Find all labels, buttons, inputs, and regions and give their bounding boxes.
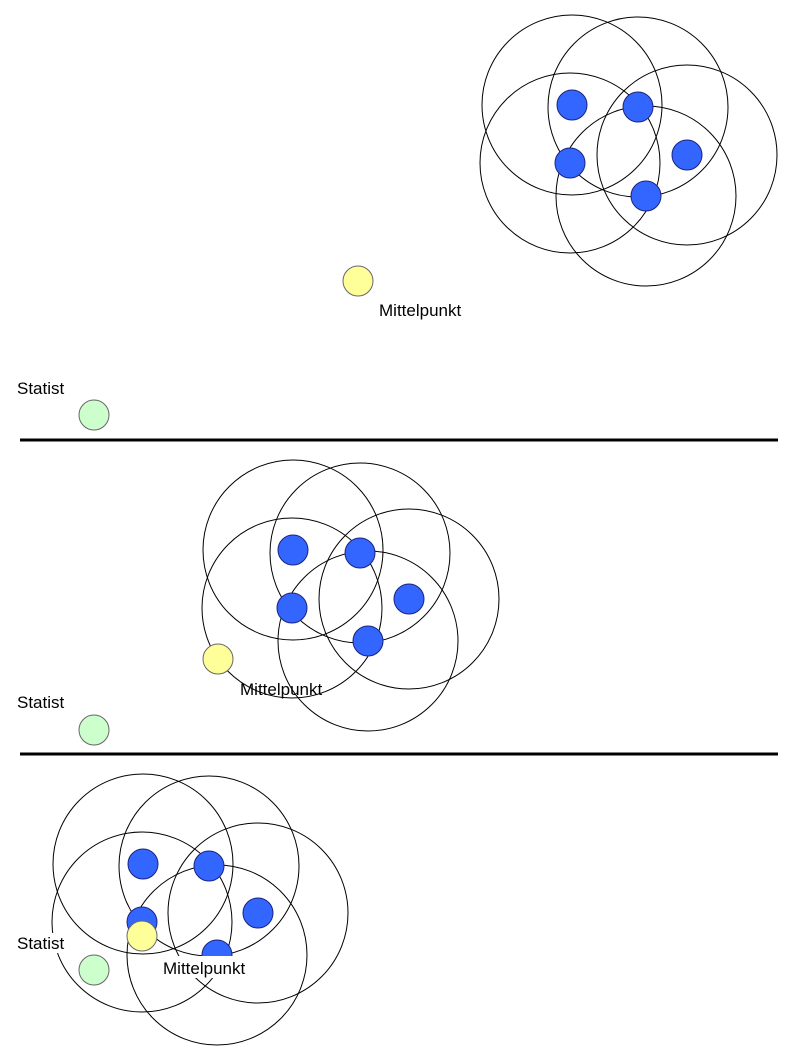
center-label: Mittelpunkt <box>379 301 461 320</box>
panel-3: Mittelpunkt Statist <box>15 773 349 1046</box>
agent-dot <box>127 848 159 880</box>
extra-point <box>78 954 110 986</box>
range-circle <box>201 517 383 699</box>
agent-dot <box>556 89 588 121</box>
agents <box>276 534 425 657</box>
agent-dot <box>277 534 309 566</box>
range-circle <box>202 459 384 641</box>
center-point <box>202 643 234 675</box>
range-circle <box>481 14 663 196</box>
agent-dot <box>193 850 225 882</box>
range-circle <box>596 64 778 246</box>
center-point <box>126 920 158 952</box>
range-circles <box>51 773 349 1046</box>
panel-1: Mittelpunkt Statist <box>17 14 778 431</box>
range-circle <box>318 508 500 690</box>
extra-label: Statist <box>17 693 65 712</box>
agent-dot <box>622 91 654 123</box>
range-circles <box>479 14 778 287</box>
center-label-backing <box>161 956 265 978</box>
extra-label-backing <box>15 933 75 953</box>
range-circle <box>52 773 234 955</box>
agents <box>554 89 703 212</box>
center-label: Mittelpunkt <box>240 680 322 699</box>
agents <box>126 848 274 971</box>
center-point <box>342 265 374 297</box>
agent-dot <box>630 180 662 212</box>
agent-dot <box>276 592 308 624</box>
range-circle <box>479 72 661 254</box>
agent-dot <box>352 625 384 657</box>
agent-dot <box>393 583 425 615</box>
panel-2: Mittelpunkt Statist <box>17 459 500 746</box>
range-circle <box>51 831 233 1013</box>
extra-label: Statist <box>17 934 65 953</box>
center-label: Mittelpunkt <box>163 959 245 978</box>
range-circle <box>167 822 349 1004</box>
extra-label: Statist <box>17 379 65 398</box>
agent-dot <box>671 139 703 171</box>
agent-dot <box>344 537 376 569</box>
agent-dot <box>554 147 586 179</box>
extra-point <box>78 714 110 746</box>
agent-dot <box>242 897 274 929</box>
extra-point <box>78 399 110 431</box>
